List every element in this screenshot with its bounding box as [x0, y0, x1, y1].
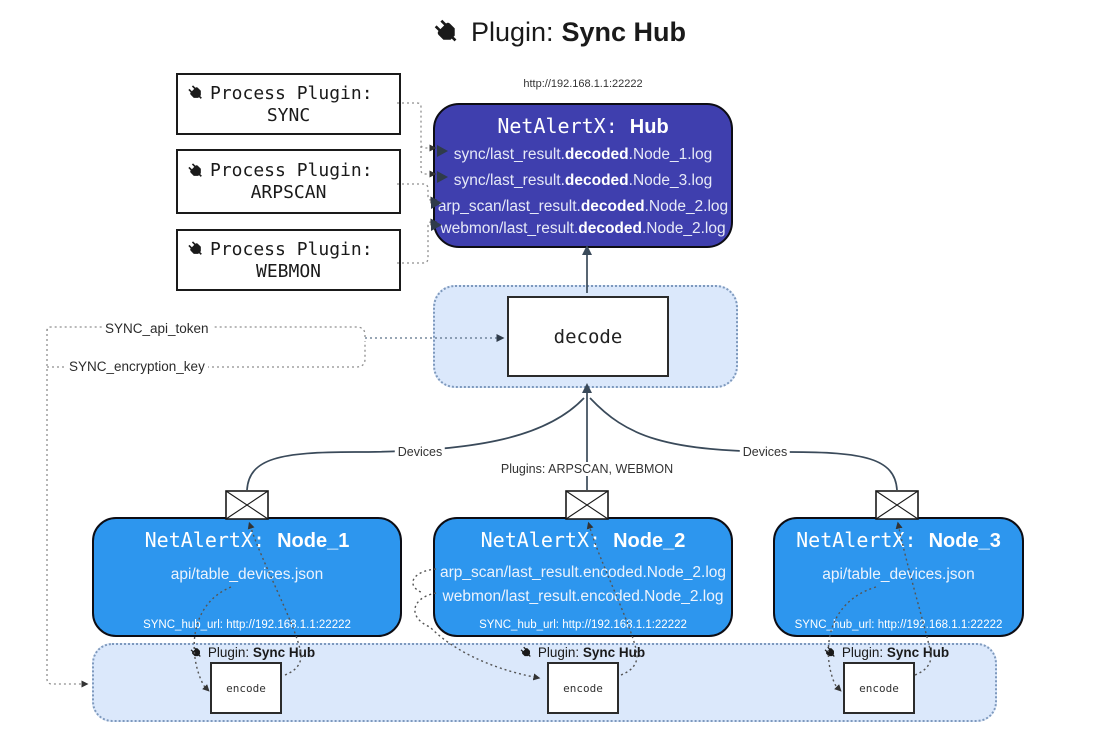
hub-url-label: http://192.168.1.1:22222	[523, 78, 643, 90]
sync-encryption-key-label: SYNC_encryption_key	[66, 359, 208, 374]
page-title-prefix: Plugin:	[470, 16, 554, 47]
decode-box: decode	[507, 296, 669, 377]
hub-name: Hub	[629, 116, 669, 138]
envelope-icon	[225, 490, 269, 520]
process-plugin-webmon-box: Process Plugin: WEBMON	[176, 229, 401, 291]
hub-box: NetAlertX: Hub sync/last_result.decoded.…	[433, 103, 733, 248]
plug-icon	[824, 646, 835, 657]
node-line: api/table_devices.json	[822, 566, 975, 583]
encode-box: encode	[843, 662, 915, 714]
encoder-plugin-label: Plugin: Sync Hub	[519, 645, 645, 660]
process-plugin-name: SYNC	[266, 104, 311, 126]
process-plugin-name: WEBMON	[255, 260, 322, 282]
process-plugin-label: Process Plugin:	[210, 82, 373, 104]
plugins-middle-label: Plugins: ARPSCAN, WEBMON	[497, 462, 677, 476]
process-plugin-label: Process Plugin:	[210, 238, 373, 260]
hub-name-prefix: NetAlertX:	[497, 114, 630, 138]
node-1-box: NetAlertX: Node_1 api/table_devices.json…	[92, 517, 402, 637]
page-title: Plugin: Sync Hub	[0, 16, 1117, 48]
envelope-icon	[565, 490, 609, 520]
encode-box: encode	[210, 662, 282, 714]
node-hub-url: SYNC_hub_url: http://192.168.1.1:22222	[479, 619, 687, 631]
node-3-box: NetAlertX: Node_3 api/table_devices.json…	[773, 517, 1024, 637]
hub-log-line: arp_scan/last_result.decoded.Node_2.log	[437, 198, 729, 215]
plug-icon	[188, 162, 202, 177]
process-plugin-sync-box: Process Plugin: SYNC	[176, 73, 401, 135]
plug-icon	[188, 241, 202, 255]
process-plugin-name: ARPSCAN	[250, 182, 327, 203]
plug-icon	[188, 85, 202, 99]
hub-log-line: sync/last_result.decoded.Node_3.log	[453, 172, 713, 189]
devices-right-label: Devices	[739, 445, 791, 459]
encoder-plugin-label: Plugin: Sync Hub	[189, 645, 315, 660]
decode-container: decode	[433, 285, 738, 388]
encoder-plugin-label: Plugin: Sync Hub	[823, 645, 949, 660]
node-2-box: NetAlertX: Node_2 arp_scan/last_result.e…	[433, 517, 733, 637]
node-line: api/table_devices.json	[170, 566, 324, 583]
sync-api-token-label: SYNC_api_token	[102, 321, 212, 336]
process-plugin-arpscan-box: Process Plugin: ARPSCAN	[176, 149, 401, 214]
plug-icon	[434, 19, 457, 42]
envelope-icon	[875, 490, 919, 520]
page-title-bold: Sync Hub	[561, 16, 687, 47]
process-plugin-label: Process Plugin:	[210, 160, 373, 181]
devices-left-label: Devices	[394, 445, 446, 459]
node-line: arp_scan/last_result.encoded.Node_2.log	[439, 564, 727, 581]
node-hub-url: SYNC_hub_url: http://192.168.1.1:22222	[794, 619, 1003, 631]
node-hub-url: SYNC_hub_url: http://192.168.1.1:22222	[143, 619, 351, 631]
hub-log-line: webmon/last_result.decoded.Node_2.log	[440, 220, 726, 237]
envelope-icons	[225, 490, 919, 520]
plugin-to-hub-links	[397, 102, 438, 264]
node-line: webmon/last_result.encoded.Node_2.log	[442, 588, 724, 605]
hub-log-line: sync/last_result.decoded.Node_1.log	[453, 146, 713, 163]
plug-icon	[520, 646, 531, 657]
plug-icon	[190, 646, 201, 657]
encode-box: encode	[547, 662, 619, 714]
